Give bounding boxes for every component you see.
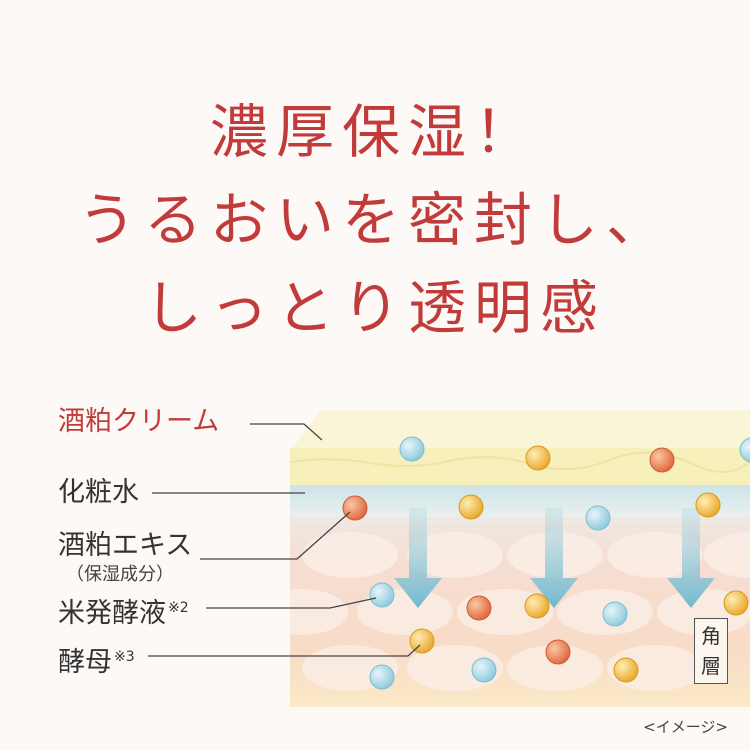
headline-line-2: うるおいを密封し、	[77, 186, 672, 254]
penetration-arrows	[394, 508, 715, 608]
label-yeast: 酵母※3	[58, 641, 135, 679]
cream-layer	[290, 448, 750, 486]
cream-layer-top	[290, 410, 750, 452]
stratum-label-bottom: 層	[701, 654, 721, 678]
label-rice-ferment-text: 米発酵液	[58, 598, 166, 629]
particles	[342, 436, 750, 690]
stratum-label-top: 角	[701, 624, 721, 648]
label-moisturizing-note: （保湿成分）	[66, 564, 174, 585]
label-rice-ferment: 米発酵液※2	[58, 592, 189, 630]
leader-cream	[250, 423, 323, 441]
image-caption: <イメージ>	[643, 718, 728, 736]
leader-rice	[206, 597, 377, 609]
skin-layer-illustration	[148, 410, 750, 707]
headline-line-1: 濃厚保湿！	[209, 98, 540, 166]
label-lotion: 化粧水	[58, 477, 139, 508]
label-sakekasu-cream: 酒粕クリーム	[58, 406, 220, 437]
label-yeast-text: 酵母	[58, 647, 112, 678]
headline: 濃厚保湿！ うるおいを密封し、 しっとり透明感	[0, 88, 750, 352]
skin-layer-diagram	[0, 380, 750, 750]
label-yeast-ref: ※3	[114, 649, 135, 665]
stratum-corneum-label: 角 層	[694, 618, 728, 684]
headline-line-3: しっとり透明感	[143, 274, 606, 342]
label-rice-ferment-ref: ※2	[168, 600, 189, 616]
label-sakekasu-extract: 酒粕エキス	[58, 530, 193, 561]
leader-yeast	[148, 644, 421, 657]
leader-extract	[200, 511, 351, 560]
